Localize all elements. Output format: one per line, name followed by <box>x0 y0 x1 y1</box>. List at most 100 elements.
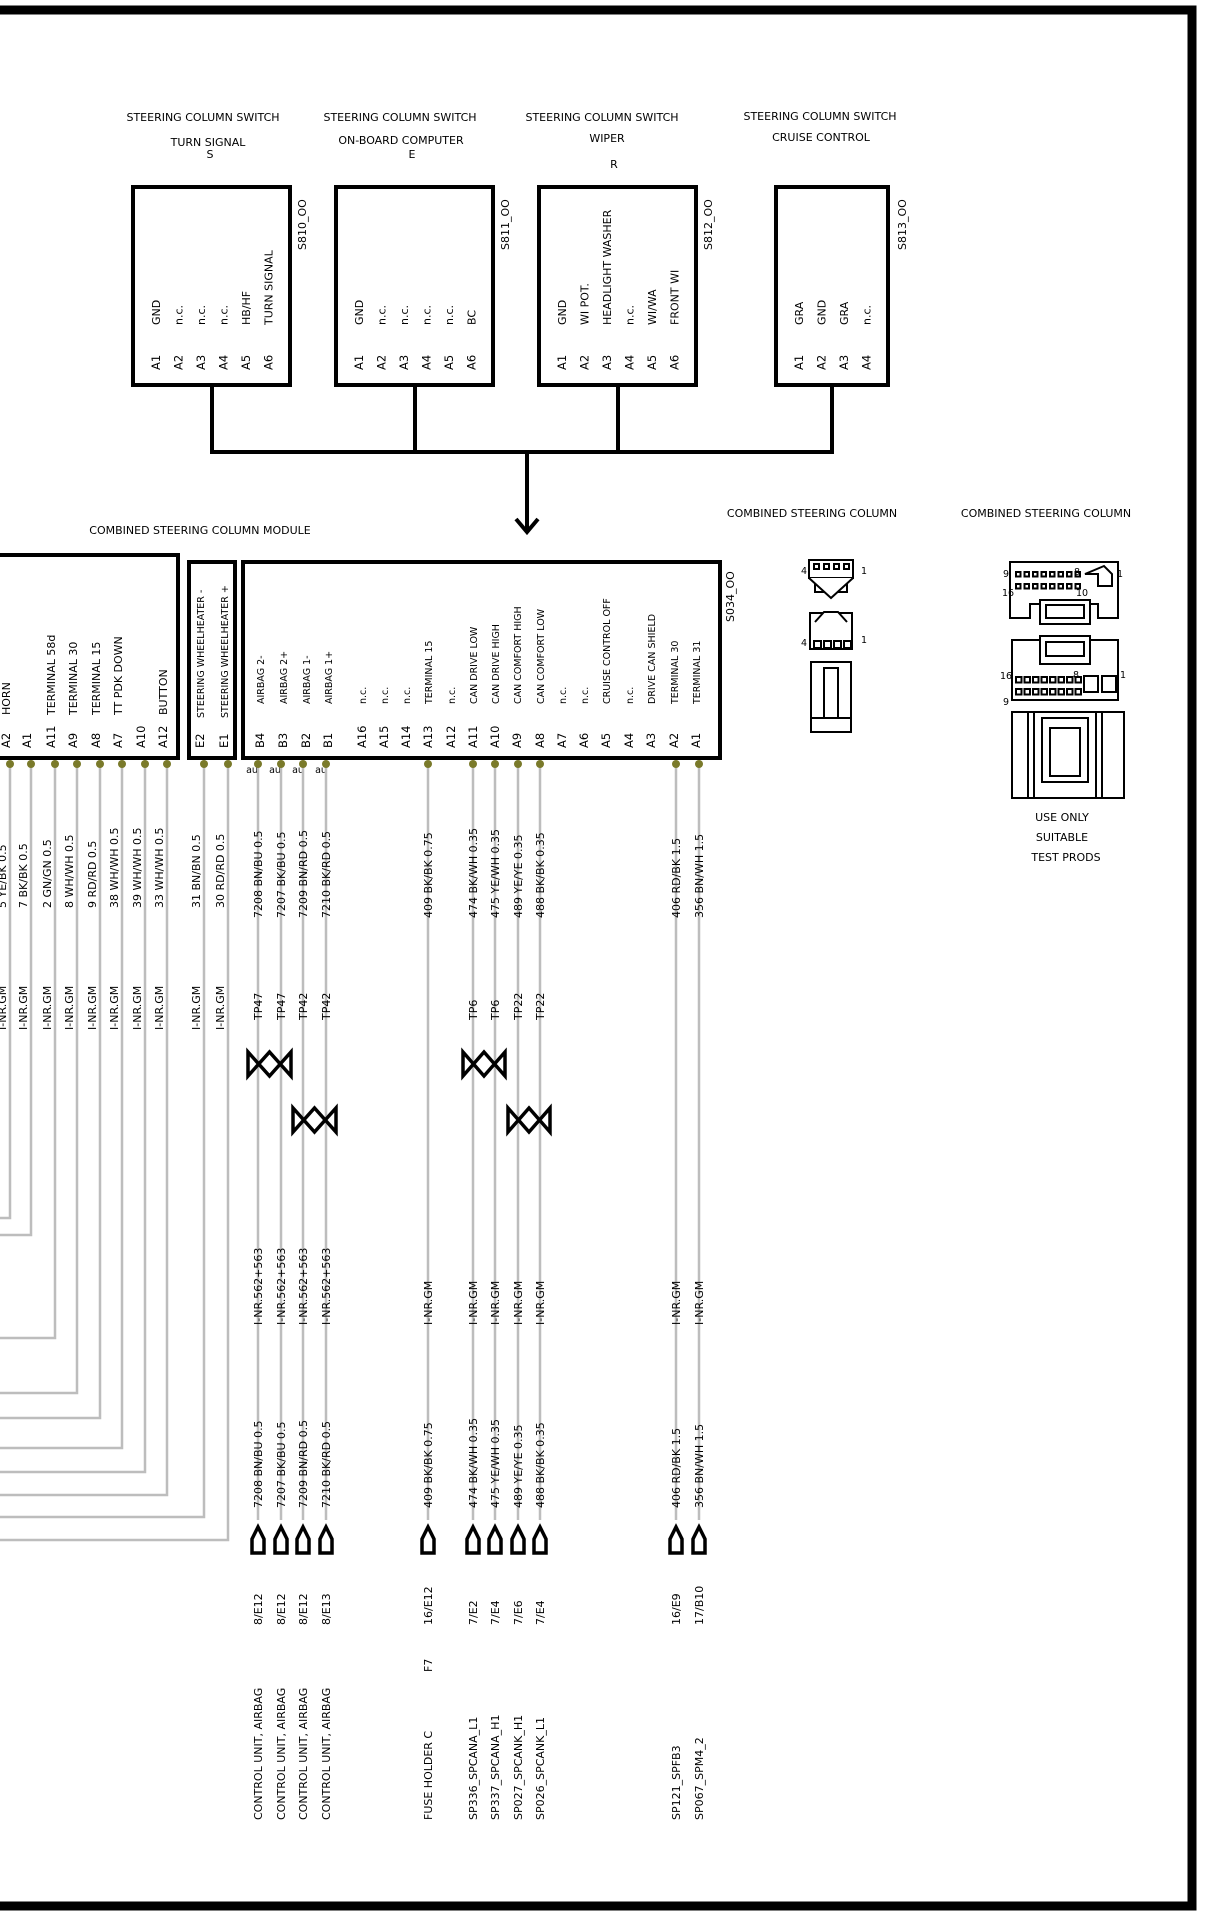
module-pin-function: TERMINAL 15 <box>90 642 103 716</box>
wire-tp-label: I-NR.GM <box>534 1281 547 1325</box>
wires <box>0 760 707 1555</box>
terminal-icon <box>250 1523 266 1555</box>
au-label: au <box>292 765 304 776</box>
module-pin-function: CRUISE CONTROL OFF <box>602 598 613 704</box>
wire-tp-label: TP6 <box>467 1000 480 1021</box>
wire-label: 488 BK/BK 0.35 <box>534 832 547 918</box>
connector-right-title: COMBINED STEERING COLUMN <box>961 507 1131 520</box>
wire-label: 8 WH/WH 0.5 <box>63 835 76 909</box>
switch-pin-function: WI/WA <box>646 289 659 325</box>
module-pin-number: B3 <box>276 733 290 748</box>
switch-pin-number: A6 <box>262 355 276 370</box>
connector-pin-number: 16 <box>1002 588 1014 599</box>
wire-tp-label: I-NR.GM <box>467 1281 480 1325</box>
module-pin-function: TERMINAL 30 <box>67 642 80 716</box>
switch-pin-number: A1 <box>352 355 366 370</box>
wire-ref: 8/E12 <box>252 1593 265 1625</box>
switch-pin-function: GND <box>556 300 569 325</box>
twisted-pair-icon <box>506 1103 552 1137</box>
wire-tp-label: I-NR.GM <box>512 1281 525 1325</box>
wire-tp-label: I-NR.562+563 <box>275 1248 288 1325</box>
module-box-heater <box>187 560 237 760</box>
wire-label: 409 BK/BK 0.75 <box>422 1422 435 1508</box>
wire <box>0 764 12 1220</box>
switch-pin-number: A1 <box>555 355 569 370</box>
pin-dot <box>254 760 262 768</box>
small-connector-icon <box>808 559 854 733</box>
au-label: au <box>269 765 281 776</box>
wire <box>0 764 230 1542</box>
au-label: au <box>246 765 258 776</box>
connector-pin <box>813 563 820 570</box>
module-pin-number: A5 <box>599 733 613 748</box>
switch-pin-number: A5 <box>239 355 253 370</box>
wire-ref: 16/E9 <box>670 1593 683 1625</box>
switch-3-title: STEERING COLUMN SWITCH <box>525 111 678 124</box>
module-pin-number: A11 <box>466 725 480 748</box>
twisted-pair-icon <box>461 1047 507 1081</box>
module-pin-number: B4 <box>253 733 267 748</box>
module-pin-number: A1 <box>20 733 34 748</box>
switch-1-title: STEERING COLUMN SWITCH <box>126 111 279 124</box>
module-pin-function: n.c. <box>447 687 458 704</box>
terminal-icon <box>668 1523 684 1555</box>
wire-destination: SP026_SPCANK_L1 <box>534 1717 547 1820</box>
switch-1-subtitle: TURN SIGNAL <box>170 136 247 149</box>
wire-tp-label: I-NR.GM <box>17 986 30 1030</box>
wire-label: 7207 BK/BU 0.5 <box>275 1421 288 1508</box>
switch-pin-function: n.c. <box>421 305 434 325</box>
wire-destination: CONTROL UNIT, AIRBAG <box>320 1688 333 1820</box>
wire-tp-label: I-NR.GM <box>63 986 76 1030</box>
switch-pin-function: n.c. <box>398 305 411 325</box>
switch-pin-function: HB/HF <box>240 291 253 325</box>
large-connector-pin-grid <box>1015 571 1082 696</box>
wire-label: 356 BN/WH 1.5 <box>693 1424 706 1508</box>
switch-2-code: E <box>409 148 416 161</box>
wire-label: 7209 BN/RD 0.5 <box>297 830 310 918</box>
note-line-2: SUITABLE <box>1036 831 1088 844</box>
switch-pin-number: A6 <box>668 355 682 370</box>
connector-pin-number: 1 <box>861 635 867 646</box>
terminal-icon <box>273 1523 289 1555</box>
switch-id: S812_OO <box>702 199 715 250</box>
wire-ref: 16/E12 <box>422 1586 435 1625</box>
module-pin-number: A7 <box>555 733 569 748</box>
switch-pin-number: A4 <box>860 355 874 370</box>
pin-dot <box>424 760 432 768</box>
pin-dot <box>514 760 522 768</box>
wire-ref: 8/E12 <box>297 1593 310 1625</box>
pin-dot <box>141 760 149 768</box>
wire-tp-label: I-NR.GM <box>153 986 166 1030</box>
connector-pin <box>1074 676 1082 684</box>
wire-label: 33 WH/WH 0.5 <box>153 828 166 909</box>
wire-label: 7210 BK/RD 0.5 <box>320 831 333 918</box>
connector-pin-number: 8 <box>1074 567 1080 578</box>
switch-id: S813_OO <box>896 199 909 250</box>
terminal-icon <box>318 1523 334 1555</box>
wire <box>0 764 169 1497</box>
module-pin-number: A13 <box>421 725 435 748</box>
switch-pin-function: GND <box>816 300 829 325</box>
module-pin-number: A10 <box>488 725 502 748</box>
module-pin-number: A12 <box>156 725 170 748</box>
switch-1-code: S <box>207 148 214 161</box>
pin-dot <box>163 760 171 768</box>
wire-label: 356 BN/WH 1.5 <box>693 834 706 918</box>
module-pin-function: TERMINAL 30 <box>670 641 681 705</box>
connector-pin <box>1015 571 1022 578</box>
connector-pin <box>1049 571 1056 578</box>
pin-dot <box>672 760 680 768</box>
connector-pin <box>1032 571 1039 578</box>
module-pin-number: A16 <box>355 725 369 748</box>
module-pin-number: A3 <box>644 733 658 748</box>
connector-pin <box>1049 676 1057 684</box>
wire-label: 7208 BN/BU 0.5 <box>252 830 265 918</box>
connector-pin <box>1015 688 1023 696</box>
connector-pin-number: 1 <box>1117 569 1123 580</box>
switch-pin-function: GRA <box>838 301 851 325</box>
module-pin-number: A4 <box>622 733 636 748</box>
wire <box>0 764 147 1474</box>
wire-destination: SP027_SPCANK_H1 <box>512 1715 525 1820</box>
wire-label: 406 RD/BK 1.5 <box>670 1428 683 1508</box>
